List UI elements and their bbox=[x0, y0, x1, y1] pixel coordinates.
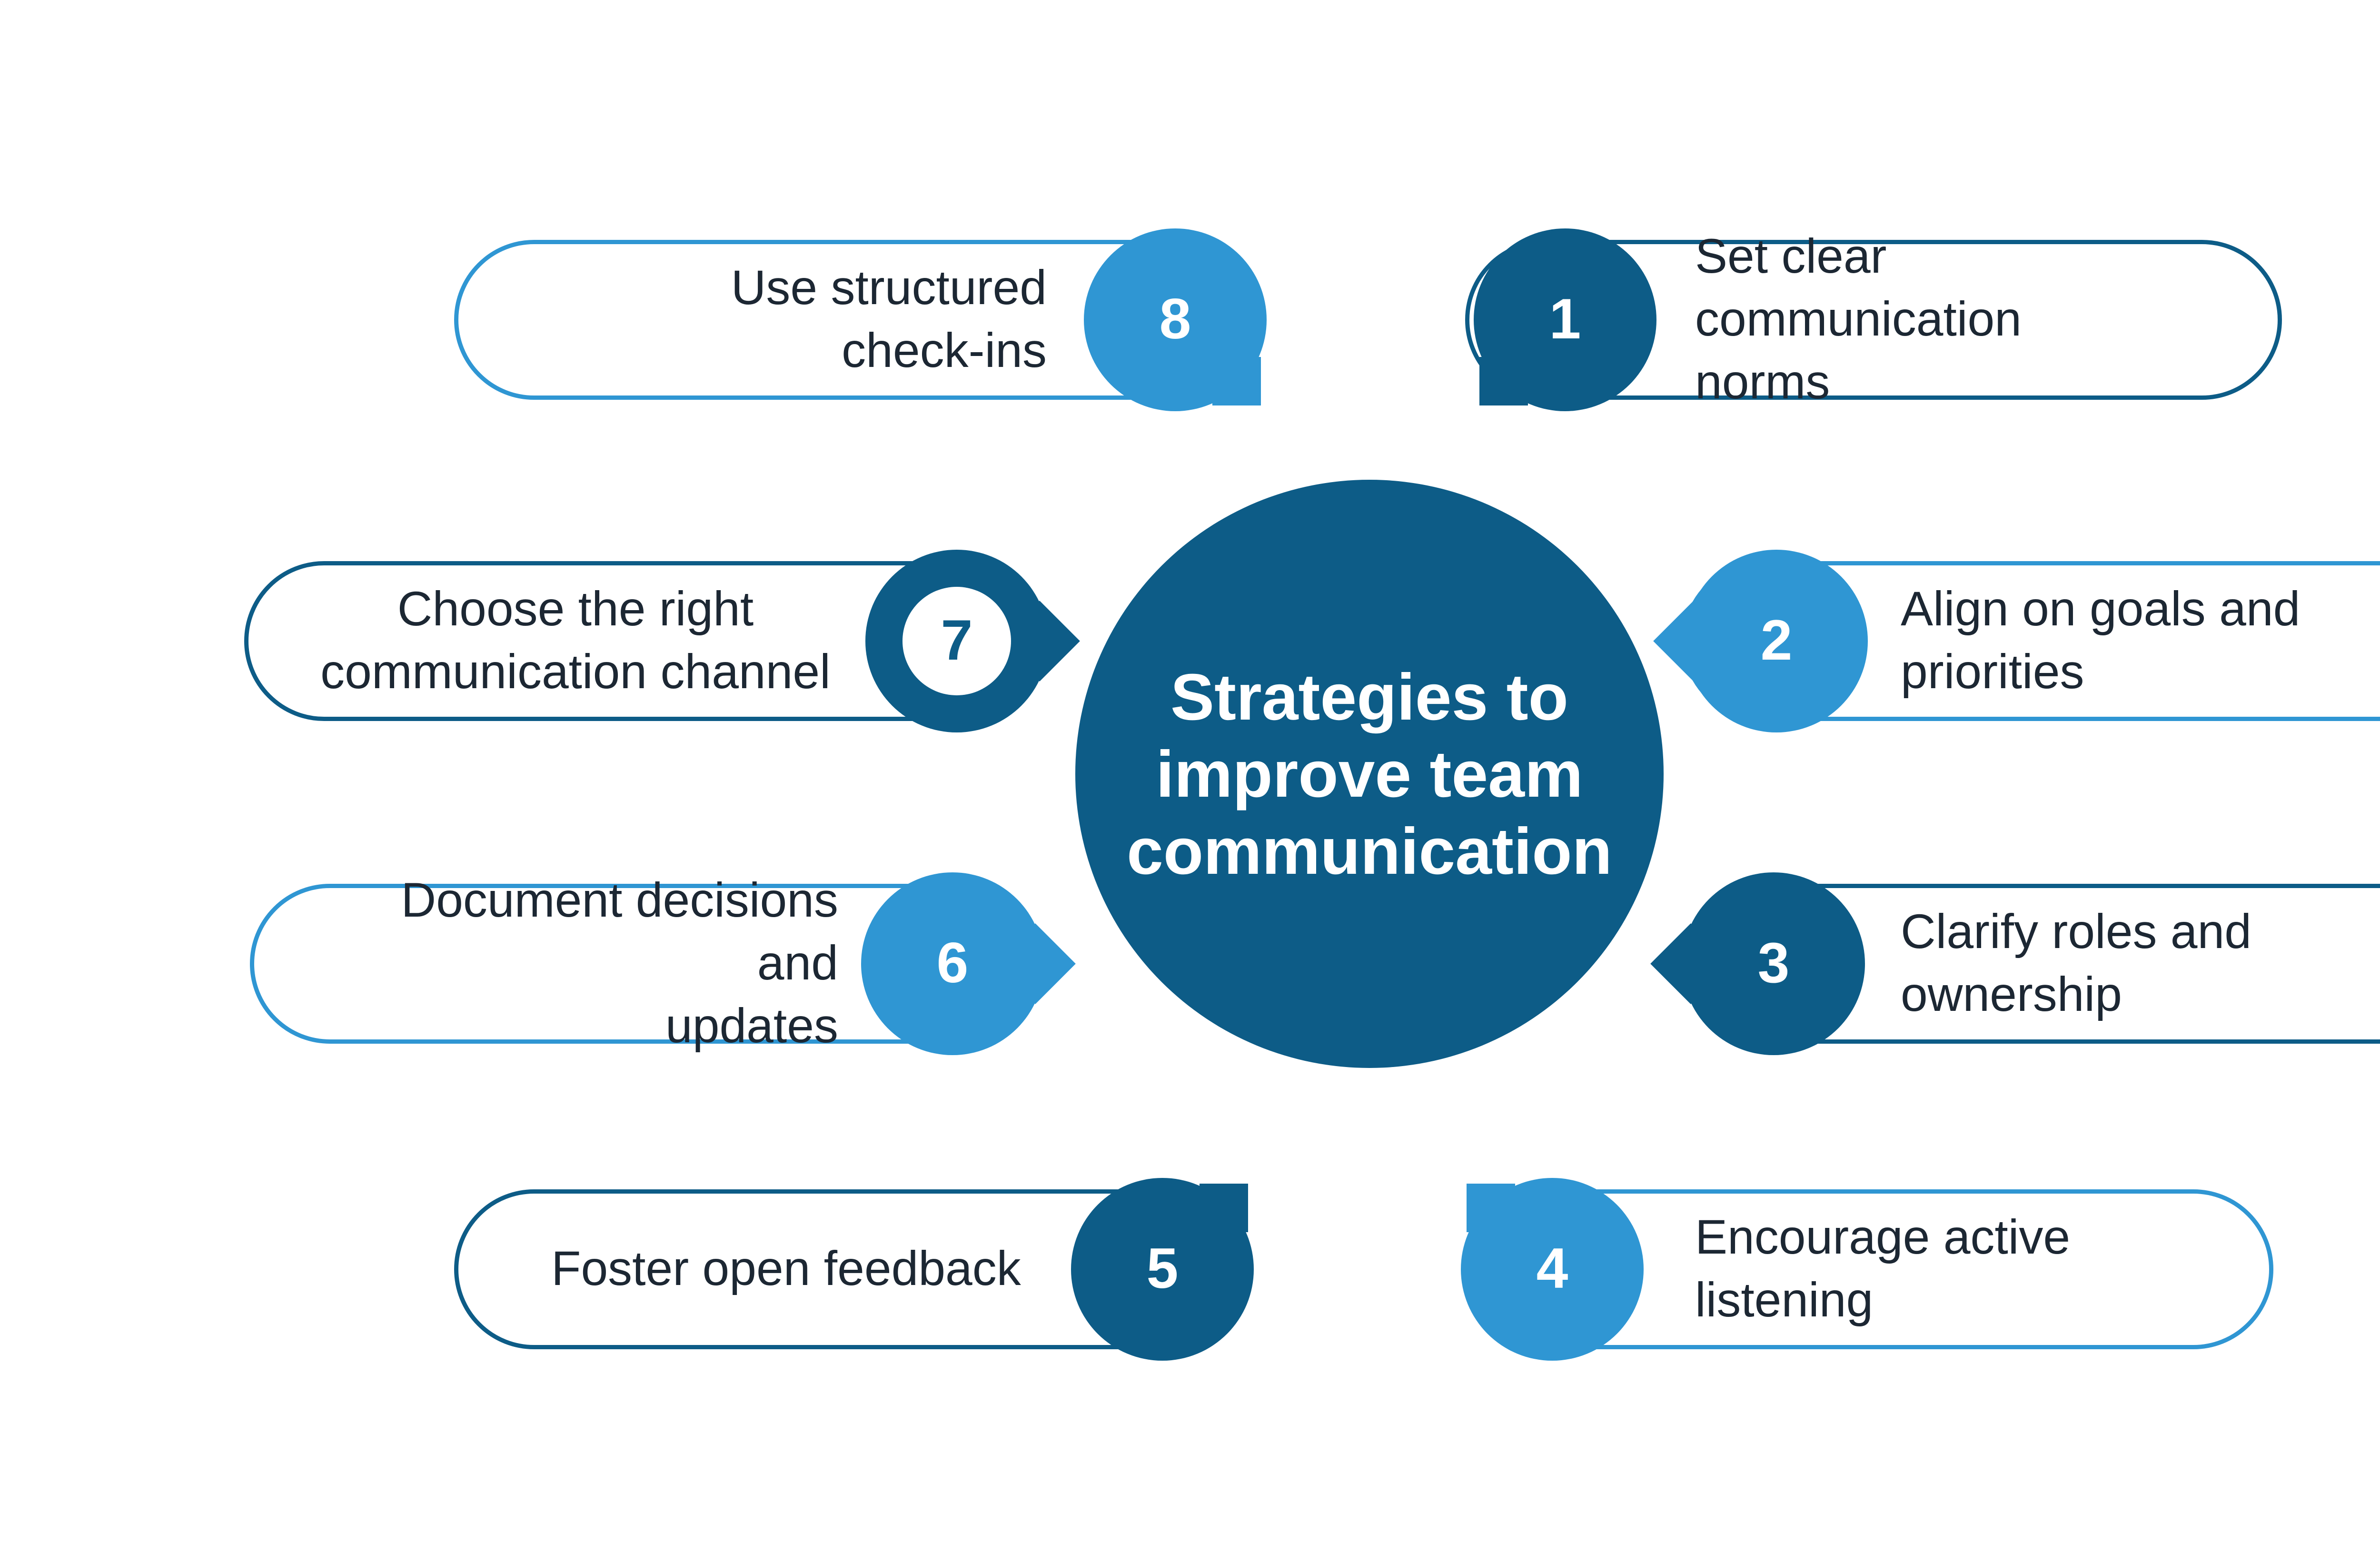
number-bubble: 3 bbox=[1682, 872, 1865, 1055]
number-label: 5 bbox=[1146, 1237, 1179, 1300]
number-bubble: 8 bbox=[1084, 228, 1267, 411]
number-label: 3 bbox=[1757, 931, 1790, 995]
number-bubble: 6 bbox=[861, 872, 1044, 1055]
number-label: 1 bbox=[1549, 287, 1581, 351]
number-label: 6 bbox=[936, 931, 969, 995]
strategy-label: Use structured check-ins bbox=[731, 261, 1047, 378]
number-bubble: 5 bbox=[1071, 1178, 1254, 1361]
number-label: 2 bbox=[1760, 609, 1793, 672]
strategy-label: Set clear communication norms bbox=[1695, 229, 2022, 410]
strategy-label: Document decisions and updates bbox=[401, 873, 838, 1054]
strategy-label: Align on goals and priorities bbox=[1901, 582, 2301, 700]
center-title: Strategies to improve team communication bbox=[1127, 659, 1612, 889]
strategy-label: Encourage active listening bbox=[1695, 1210, 2071, 1328]
number-label: 4 bbox=[1536, 1237, 1568, 1300]
number-bubble: 7 bbox=[865, 550, 1048, 732]
strategy-pill: Foster open feedback bbox=[454, 1189, 1224, 1349]
strategy-pill: Set clear communication norms bbox=[1465, 229, 2282, 410]
strategy-pill: Document decisions and updates bbox=[250, 873, 1045, 1054]
strategy-label: Clarify roles and ownership bbox=[1901, 905, 2251, 1022]
center-circle: Strategies to improve team communication bbox=[1075, 480, 1664, 1068]
strategy-label: Foster open feedback bbox=[551, 1242, 1021, 1296]
number-label: 7 bbox=[941, 609, 973, 672]
strategy-pill: Choose the right communication channel bbox=[244, 561, 1041, 721]
strategy-label: Choose the right communication channel bbox=[320, 582, 831, 700]
number-bubble: 1 bbox=[1474, 228, 1656, 411]
strategy-pill: Clarify roles and ownership bbox=[1682, 884, 2380, 1044]
number-disc: 7 bbox=[902, 587, 1011, 695]
number-bubble: 4 bbox=[1461, 1178, 1644, 1361]
strategy-pill: Encourage active listening bbox=[1465, 1189, 2273, 1349]
number-bubble: 2 bbox=[1685, 550, 1868, 732]
number-label: 8 bbox=[1159, 287, 1191, 351]
